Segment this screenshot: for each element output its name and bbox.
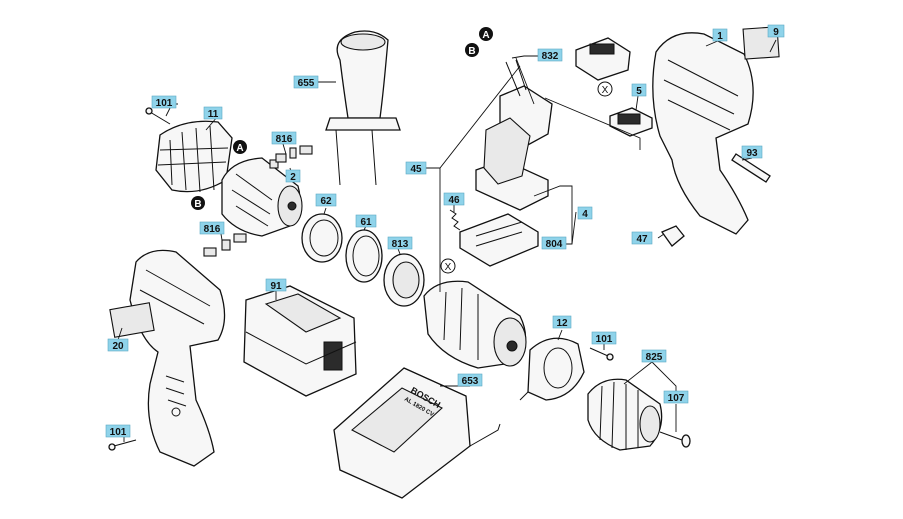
- part-101-screw-b: [589, 347, 614, 361]
- svg-text:46: 46: [448, 195, 460, 206]
- tag-62: 62: [315, 193, 337, 207]
- part-20-left-housing: [109, 249, 226, 467]
- tag-47: 47: [631, 231, 653, 245]
- part-107-screw: [659, 431, 691, 448]
- tag-101-mid: 101: [591, 331, 617, 345]
- svg-text:804: 804: [546, 239, 563, 250]
- tag-816-bottom: 816: [199, 221, 225, 235]
- svg-text:A: A: [482, 30, 489, 41]
- tag-12: 12: [552, 315, 572, 329]
- part-832-cap: [575, 37, 631, 81]
- svg-text:11: 11: [208, 109, 219, 120]
- part-47-hook: [661, 225, 685, 247]
- svg-text:101: 101: [156, 98, 173, 109]
- svg-text:62: 62: [320, 196, 332, 207]
- svg-text:816: 816: [204, 224, 221, 235]
- svg-text:5: 5: [636, 86, 642, 97]
- tag-11: 11: [203, 106, 223, 120]
- part-12-bracket: [519, 337, 585, 401]
- tag-101-top: 101: [151, 95, 177, 109]
- part-101-screw-c: [108, 439, 137, 451]
- marker-x-cap: X: [597, 81, 613, 97]
- svg-text:20: 20: [112, 341, 124, 352]
- tag-91: 91: [265, 278, 287, 292]
- tag-816-top: 816: [271, 131, 297, 145]
- part-653-charger: BOSCH AL 1820 CV: [333, 367, 501, 499]
- svg-text:816: 816: [276, 134, 293, 145]
- svg-text:45: 45: [410, 164, 422, 175]
- part-61-ring: [345, 229, 383, 283]
- svg-text:X: X: [445, 262, 452, 273]
- svg-text:655: 655: [298, 78, 315, 89]
- svg-text:101: 101: [110, 427, 127, 438]
- part-motor: [221, 157, 303, 237]
- svg-text:832: 832: [542, 51, 559, 62]
- tag-832: 832: [537, 48, 563, 62]
- part-gearbox: [423, 280, 527, 369]
- svg-text:61: 61: [360, 217, 372, 228]
- svg-text:653: 653: [462, 376, 479, 387]
- tag-804: 804: [541, 236, 567, 250]
- part-825-chuck: [587, 378, 663, 451]
- svg-text:93: 93: [746, 148, 758, 159]
- svg-text:X: X: [602, 85, 609, 96]
- part-816-brushes-bottom: [203, 233, 247, 257]
- tag-825: 825: [641, 349, 667, 363]
- svg-text:12: 12: [556, 318, 568, 329]
- tag-653: 653: [457, 373, 483, 387]
- tag-655: 655: [293, 75, 319, 89]
- part-11-end-cap: [155, 120, 233, 193]
- svg-text:2: 2: [290, 172, 296, 183]
- svg-text:813: 813: [392, 239, 409, 250]
- part-45-switch: [475, 59, 553, 211]
- svg-text:107: 107: [668, 393, 685, 404]
- marker-a-top: A: [479, 27, 493, 41]
- marker-b-top: B: [465, 43, 479, 57]
- svg-text:47: 47: [636, 234, 648, 245]
- part-1-right-housing: [652, 26, 780, 235]
- part-5-slider: [609, 107, 653, 137]
- tag-107: 107: [663, 390, 689, 404]
- tag-813: 813: [387, 236, 413, 250]
- tag-93: 93: [741, 145, 763, 159]
- part-91-battery: [243, 285, 357, 397]
- part-655-bracket: [325, 30, 401, 186]
- tag-61: 61: [355, 214, 377, 228]
- tag-101-bottom: 101: [105, 424, 131, 438]
- svg-text:1: 1: [717, 31, 723, 42]
- tag-9: 9: [767, 24, 785, 38]
- part-813-ring-gear: [383, 253, 425, 307]
- svg-text:101: 101: [596, 334, 613, 345]
- part-101-screw-a: [145, 107, 171, 125]
- marker-b-motor: B: [191, 196, 205, 210]
- tag-1: 1: [712, 28, 728, 42]
- tag-45: 45: [405, 161, 427, 175]
- svg-text:825: 825: [646, 352, 663, 363]
- svg-text:4: 4: [582, 209, 588, 220]
- part-804-board: [459, 213, 539, 267]
- svg-text:B: B: [468, 46, 475, 57]
- part-62-ring: [301, 213, 343, 263]
- tag-4: 4: [577, 206, 593, 220]
- tag-2: 2: [285, 169, 301, 183]
- part-816-brushes-top: [275, 145, 313, 163]
- tag-46: 46: [443, 192, 465, 206]
- marker-a-motor: A: [233, 140, 247, 154]
- svg-text:B: B: [194, 199, 201, 210]
- leader-lines: [117, 39, 777, 442]
- svg-text:91: 91: [270, 281, 282, 292]
- svg-text:9: 9: [773, 27, 779, 38]
- marker-x-gearbox: X: [440, 258, 456, 274]
- svg-text:A: A: [236, 143, 243, 154]
- part-46-spring: [449, 209, 461, 231]
- tag-20: 20: [107, 338, 129, 352]
- part-93-bit: [731, 153, 771, 183]
- tag-5: 5: [631, 83, 647, 97]
